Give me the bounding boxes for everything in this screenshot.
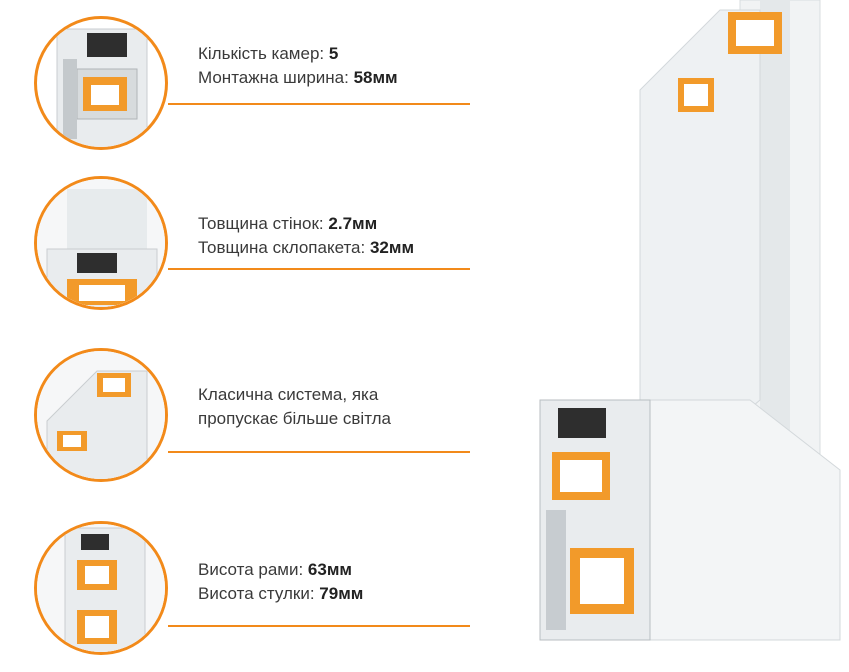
- value: 5: [328, 44, 339, 63]
- label: Товщина стінок:: [198, 214, 329, 233]
- label: Висота стулки:: [198, 584, 320, 603]
- divider-line: [168, 268, 470, 270]
- feature-text: Товщина стінок: 2.7мм Товщина склопакета…: [198, 212, 414, 260]
- profile-section-image: [34, 176, 168, 310]
- value: 63мм: [307, 560, 352, 579]
- label: Товщина склопакета:: [198, 238, 370, 257]
- label: пропускає більше світла: [198, 409, 391, 428]
- label: Класична система, яка: [198, 385, 379, 404]
- value: 58мм: [353, 68, 398, 87]
- feature-text: Висота рами: 63мм Висота стулки: 79мм: [198, 558, 363, 606]
- profile-section-image: [34, 16, 168, 150]
- feature-text: Класична система, яка пропускає більше с…: [198, 383, 391, 431]
- divider-line: [168, 451, 470, 453]
- divider-line: [168, 103, 470, 105]
- label: Висота рами:: [198, 560, 308, 579]
- value: 32мм: [369, 238, 415, 257]
- feature-text: Кількість камер: 5 Монтажна ширина: 58мм: [198, 42, 398, 90]
- divider-line: [168, 625, 470, 627]
- profile-section-image: [34, 521, 168, 655]
- value: 2.7мм: [328, 214, 378, 233]
- label: Кількість камер:: [198, 44, 329, 63]
- value: 79мм: [319, 584, 364, 603]
- window-profile-illustration: [490, 0, 849, 667]
- label: Монтажна ширина:: [198, 68, 354, 87]
- profile-section-image: [34, 348, 168, 482]
